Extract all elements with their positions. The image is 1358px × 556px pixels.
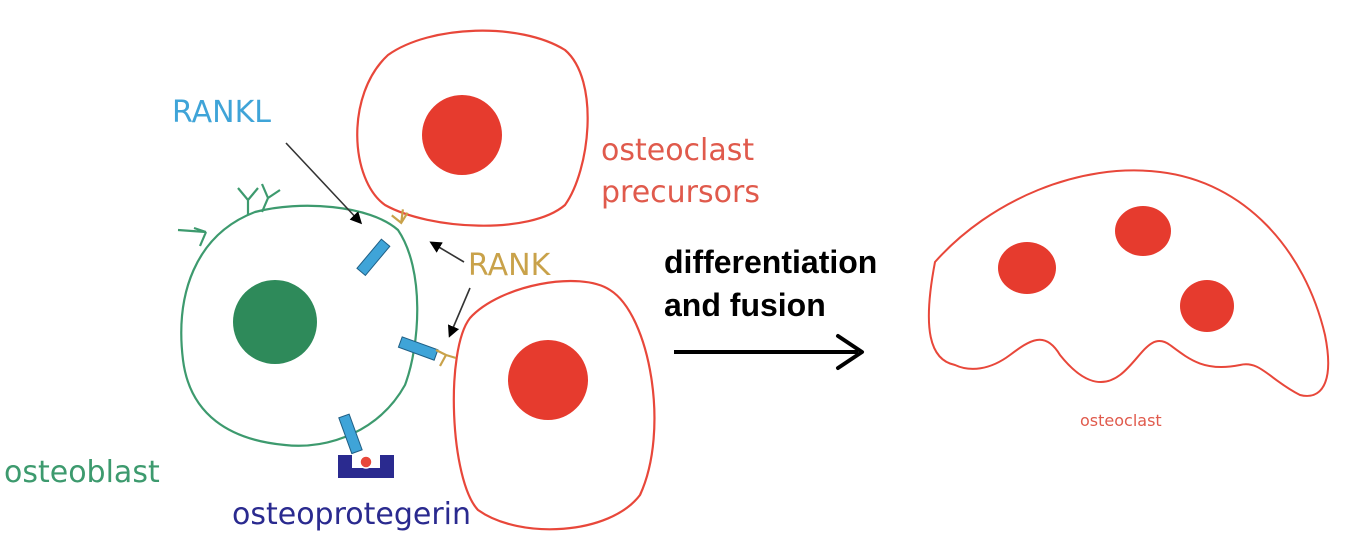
nucleus — [998, 242, 1056, 294]
osteoclast-precursors-label-line2: precursors — [601, 175, 760, 210]
nucleus — [422, 95, 502, 175]
nucleus — [1180, 280, 1234, 332]
osteoblast-cell — [177, 183, 419, 447]
receptor-branch — [177, 226, 208, 247]
receptor-branch — [260, 183, 281, 213]
osteoclast-label: osteoclast — [1080, 411, 1162, 430]
osteoprotegerin-label: osteoprotegerin — [232, 497, 471, 532]
nucleus — [1115, 206, 1171, 256]
rank-pointer-arrow-lower — [448, 287, 471, 338]
mature-osteoclast — [927, 169, 1330, 397]
nucleus — [508, 340, 588, 420]
osteoclast-precursor-top — [356, 29, 589, 227]
nucleus — [233, 280, 317, 364]
rankl-bar — [338, 413, 363, 455]
receptor-branch — [237, 187, 259, 215]
rank-label: RANK — [468, 248, 552, 283]
rankl-bar — [356, 238, 391, 277]
osteoclast-precursors-label-line1: osteoclast — [601, 133, 754, 168]
rankl-label: RANKL — [172, 95, 271, 130]
osteoprotegerin-molecule — [338, 455, 394, 478]
osteoblast-label: osteoblast — [4, 455, 160, 490]
process-label-line2: and fusion — [664, 287, 826, 323]
rankl-molecules — [338, 238, 439, 455]
arrow-right-icon — [674, 334, 864, 370]
process-label-line1: differentiation — [664, 244, 877, 280]
rank-receptors — [391, 209, 457, 367]
rankl-bar — [397, 336, 439, 361]
rankl-pointer-arrow — [285, 142, 363, 225]
rank-pointer-arrow-upper — [429, 241, 465, 263]
osteoclast-precursor-bottom — [452, 279, 656, 531]
